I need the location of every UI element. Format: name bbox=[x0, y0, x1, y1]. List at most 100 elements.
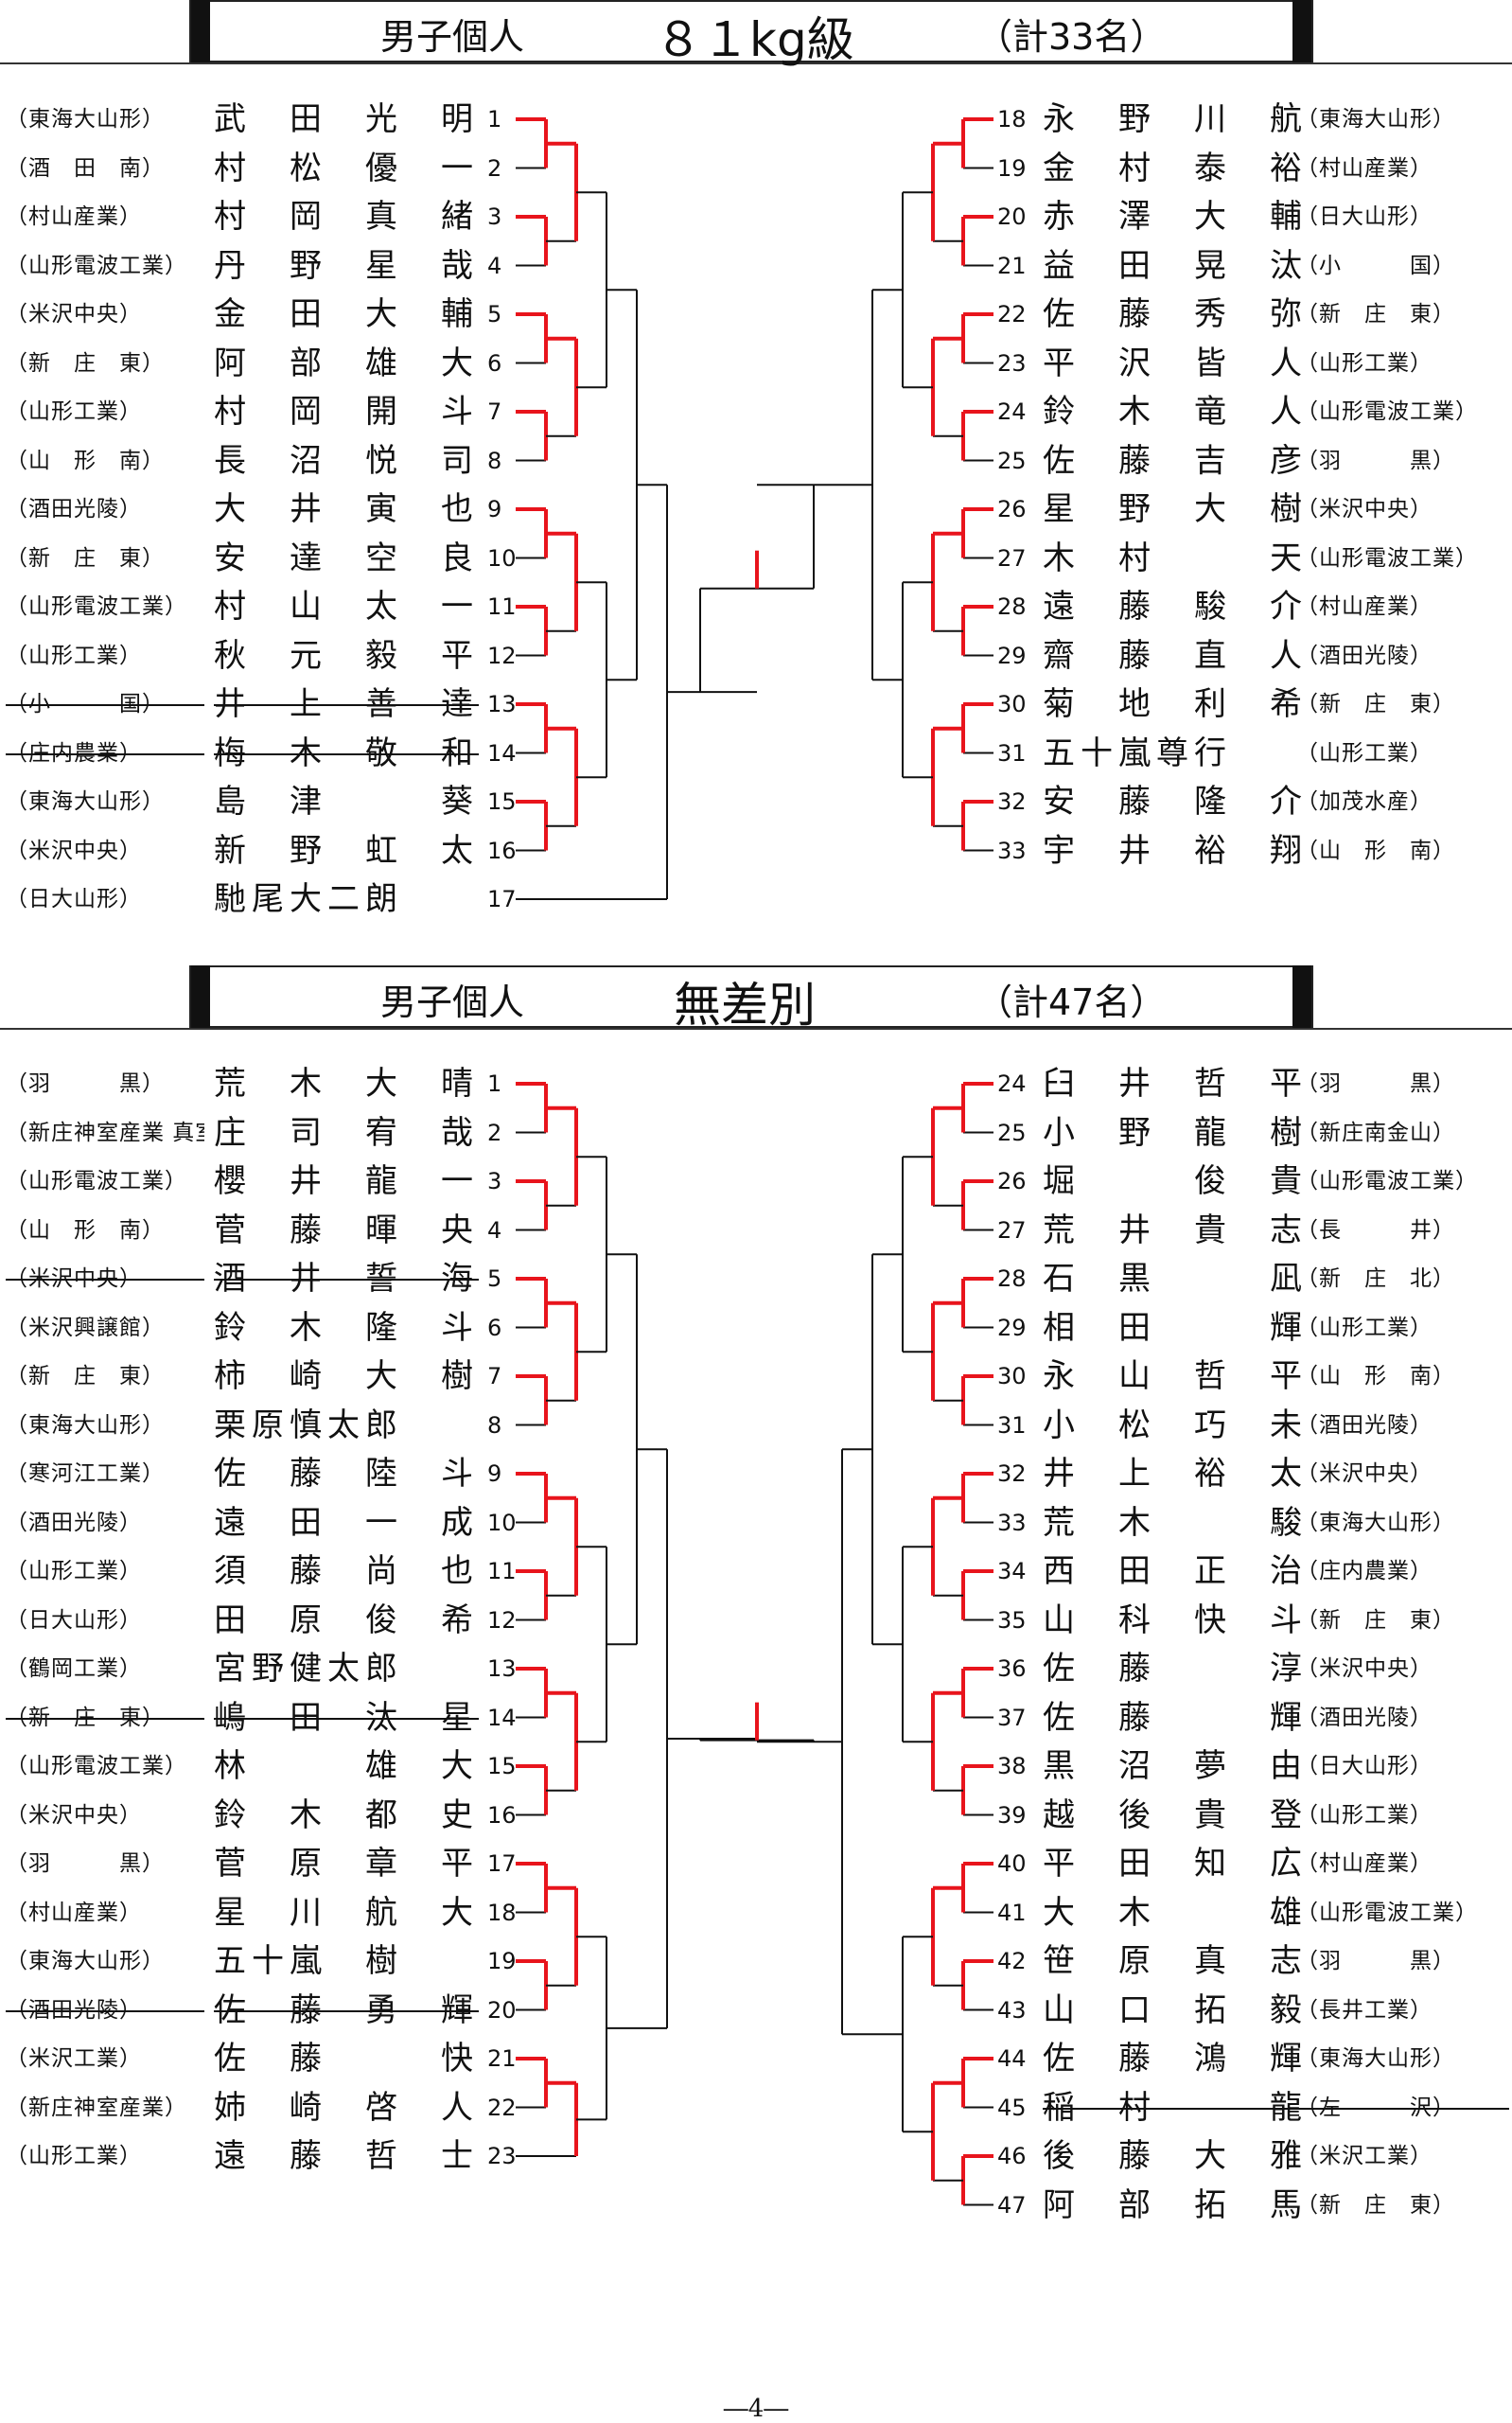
entry-number: 6 bbox=[487, 1314, 502, 1341]
athlete-name: 石 黒 凪 bbox=[1043, 1260, 1308, 1298]
athlete-name: 永 山 哲 平 bbox=[1043, 1357, 1308, 1395]
entry-number: 24 bbox=[997, 398, 1027, 425]
athlete-name: 安 達 空 良 bbox=[214, 539, 479, 577]
school-name: （山形電波工業） bbox=[1296, 545, 1478, 571]
school-name: （加茂水産） bbox=[1296, 789, 1433, 814]
entry-number: 5 bbox=[487, 301, 502, 327]
school-name: （新 庄 東） bbox=[6, 350, 165, 376]
school-name: （東海大山形） bbox=[1296, 107, 1455, 132]
athlete-name: 益 田 晃 汰 bbox=[1043, 246, 1308, 285]
entry-number: 7 bbox=[487, 398, 502, 425]
entry-number: 14 bbox=[487, 1704, 517, 1731]
entry-number: 9 bbox=[487, 1460, 502, 1487]
athlete-name: 井 上 裕 太 bbox=[1043, 1455, 1308, 1493]
entry-number: 40 bbox=[997, 1850, 1027, 1877]
school-name: （米沢中央） bbox=[6, 838, 142, 863]
athlete-name: 臼 井 哲 平 bbox=[1043, 1065, 1308, 1103]
school-name: （東海大山形） bbox=[1296, 2046, 1455, 2071]
entry-number: 18 bbox=[997, 106, 1027, 133]
entry-number: 32 bbox=[997, 788, 1027, 815]
school-name: （庄内農業） bbox=[6, 734, 204, 772]
athlete-name: 齋 藤 直 人 bbox=[1043, 636, 1308, 675]
athlete-name: 菅 原 章 平 bbox=[214, 1845, 479, 1883]
athlete-name: 木 村 天 bbox=[1043, 539, 1308, 577]
section-header: 男子個人 ８１kg級 （計33名） bbox=[189, 0, 1313, 67]
school-name: （山形電波工業） bbox=[1296, 1169, 1478, 1194]
entry-number: 13 bbox=[487, 691, 517, 717]
athlete-name: 佐 藤 秀 弥 bbox=[1043, 295, 1308, 333]
school-name: （山 形 南） bbox=[1296, 838, 1455, 863]
athlete-name: 宇 井 裕 翔 bbox=[1043, 831, 1308, 870]
school-name: （羽 黒） bbox=[1296, 448, 1455, 473]
entry-number: 37 bbox=[997, 1704, 1027, 1731]
school-name: （米沢中央） bbox=[6, 1260, 204, 1298]
athlete-name: 長 沼 悦 司 bbox=[214, 441, 479, 480]
athlete-name: 五十嵐 樹 bbox=[214, 1942, 403, 1980]
entry-number: 4 bbox=[487, 252, 502, 279]
athlete-name: 村 山 太 一 bbox=[214, 588, 479, 626]
entry-number: 23 bbox=[487, 2143, 517, 2169]
entry-number: 35 bbox=[997, 1606, 1027, 1634]
entry-number: 31 bbox=[997, 1411, 1027, 1439]
athlete-name: 大 井 寅 也 bbox=[214, 490, 479, 528]
school-name: （山 形 南） bbox=[6, 1217, 165, 1243]
athlete-name: 五十嵐尊行 bbox=[1043, 734, 1232, 772]
athlete-name: 金 村 泰 裕 bbox=[1043, 149, 1308, 187]
entry-number: 15 bbox=[487, 788, 517, 815]
weight-class: 無差別 bbox=[674, 978, 816, 1033]
school-name: （米沢中央） bbox=[6, 1802, 142, 1828]
school-name: （酒田光陵） bbox=[6, 497, 142, 522]
entry-number: 1 bbox=[487, 106, 502, 133]
athlete-name: 佐 藤 吉 彦 bbox=[1043, 441, 1308, 480]
school-name: （羽 黒） bbox=[1296, 1071, 1455, 1096]
school-name: （左 沢） bbox=[1296, 2089, 1509, 2127]
school-name: （新 庄 北） bbox=[1296, 1266, 1455, 1291]
school-name: （寒河江工業） bbox=[6, 1461, 165, 1486]
entry-number: 19 bbox=[487, 1948, 517, 1974]
athlete-name: 櫻 井 龍 一 bbox=[214, 1162, 479, 1200]
school-name: （山形工業） bbox=[6, 2144, 142, 2168]
athlete-name: 田 原 俊 希 bbox=[214, 1601, 479, 1639]
entry-number: 46 bbox=[997, 2143, 1027, 2169]
athlete-name: 佐 藤 鴻 輝 bbox=[1043, 2040, 1308, 2078]
entry-total: （計47名） bbox=[976, 982, 1167, 1023]
entry-row-right: 25 佐 藤 吉 彦（羽 黒） bbox=[984, 442, 1512, 480]
entry-number: 18 bbox=[487, 1899, 517, 1926]
athlete-name: 馳尾大二朗 bbox=[214, 880, 403, 918]
entry-number: 32 bbox=[997, 1460, 1027, 1487]
athlete-name: 荒 木 大 晴 bbox=[214, 1065, 479, 1103]
athlete-name: 島 津 葵 bbox=[214, 783, 479, 821]
school-name: （村山産業） bbox=[6, 204, 142, 229]
athlete-name: 林 雄 大 bbox=[214, 1747, 479, 1785]
athlete-name: 平 沢 皆 人 bbox=[1043, 344, 1308, 382]
entry-number: 25 bbox=[997, 447, 1027, 474]
athlete-name: 笹 原 真 志 bbox=[1043, 1942, 1308, 1980]
